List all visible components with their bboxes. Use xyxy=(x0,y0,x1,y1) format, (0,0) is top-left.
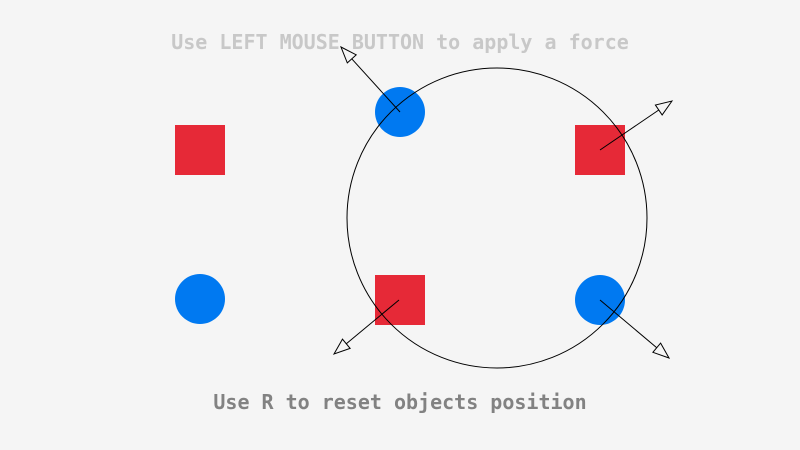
red-box-top-left[interactable] xyxy=(175,125,225,175)
instruction-top: Use LEFT MOUSE BUTTON to apply a force xyxy=(171,30,629,54)
red-box-bottom-center[interactable] xyxy=(375,275,425,325)
force-arrow-head-1 xyxy=(654,100,674,116)
force-arrow-shaft-0 xyxy=(351,58,401,113)
force-arrow-head-0 xyxy=(340,45,358,64)
force-arrow-head-2 xyxy=(332,338,351,355)
force-arrow-shaft-1 xyxy=(599,109,660,151)
force-arrow-shaft-2 xyxy=(345,299,400,345)
force-field-radius xyxy=(346,67,648,369)
force-arrow-shaft-3 xyxy=(599,299,658,349)
force-arrow-head-3 xyxy=(652,342,671,359)
blue-ball-left[interactable] xyxy=(175,274,225,324)
instruction-bottom: Use R to reset objects position xyxy=(213,390,587,414)
